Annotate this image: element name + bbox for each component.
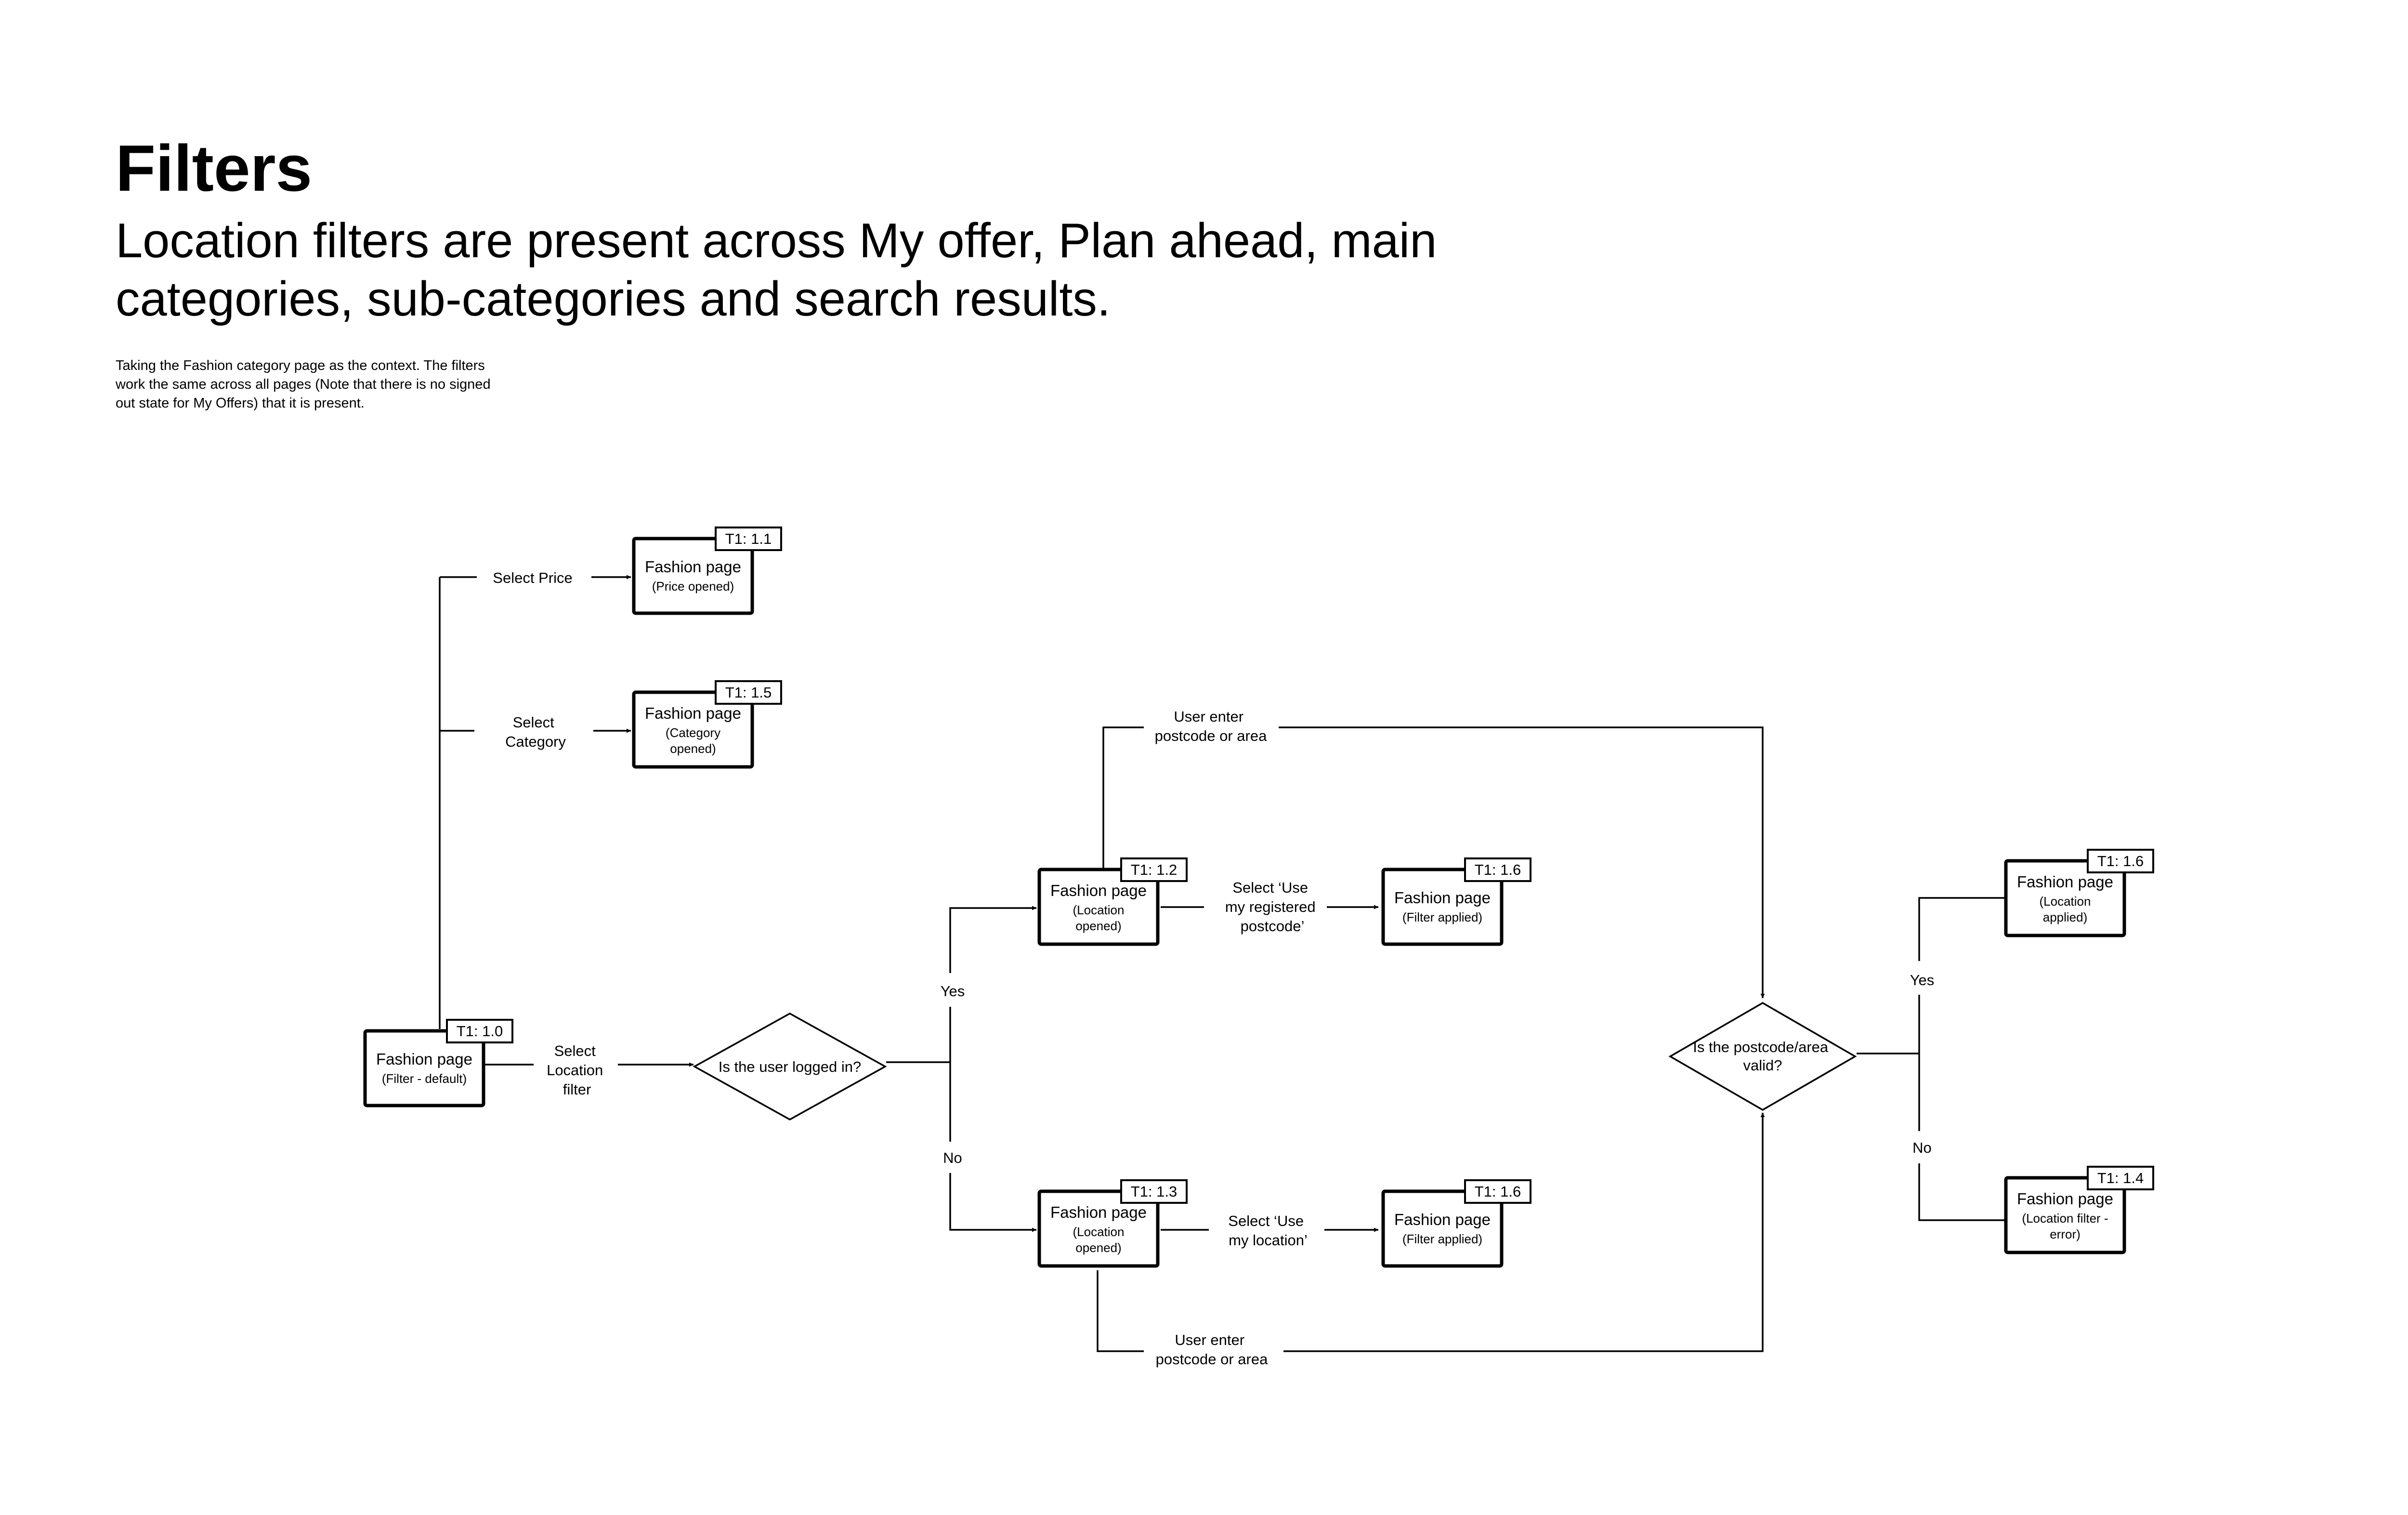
screen-id-label: T1: 1.1 [725,530,772,547]
edge-label-use-my-location: Select ‘Use my location’ [1228,1212,1308,1249]
page-node-title: Fashion page [2017,873,2113,891]
screen-id-label: T1: 1.6 [2097,853,2144,869]
screen-id-label: T1: 1.2 [1131,861,1178,878]
page-node-state: error) [2050,1227,2081,1241]
connector-line [1097,1270,1144,1352]
page-subtitle: Location filters are present across My o… [116,212,1560,329]
connector-arrow [949,906,1036,973]
screen-id-label: T1: 1.6 [1475,1183,1521,1200]
page-node-state: (Location [1073,1225,1125,1239]
edge-label-select-price: Select Price [493,569,572,586]
page-node-state: (Location [2040,894,2091,909]
connector-line [1102,726,1144,868]
page-node-box [1381,868,1504,946]
page-node-state: (Price opened) [652,579,734,593]
page-title: Filters [116,132,313,205]
screen-id-tag [1464,1179,1531,1204]
page-node-box [1037,868,1160,946]
subtitle-line: Location filters are present across My o… [116,214,1437,268]
page-node-state: (Location filter - [2022,1211,2108,1225]
screen-id-tag [2087,849,2154,873]
page-node-box [363,1029,485,1107]
page-node-title: Fashion page [1050,1203,1147,1221]
screen-id-tag [1120,1179,1188,1204]
connector-arrow [1918,896,2009,961]
page-node-title: Fashion page [645,558,741,576]
note-line: Taking the Fashion category page as the … [116,358,485,373]
page-node-box [1037,1189,1160,1268]
note-line: work the same across all pages (Note tha… [116,377,491,393]
context-note: Taking the Fashion category page as the … [116,356,597,413]
edge-label-yes: Yes [941,983,965,1000]
page-node-state: (Filter - default) [382,1071,467,1086]
page-node-state: opened) [670,741,716,756]
edge-label-user-enter-postcode: User enter postcode or area [1156,1331,1268,1368]
edge-labels: Select Price Select Category Select Loca… [493,569,1934,1368]
edge-label-no: No [943,1149,962,1166]
screen-id-tag [715,527,782,551]
decision-diamond [1668,1001,1857,1111]
decision-logged-in: Is the user logged in? [693,1012,887,1121]
page-node-state: opened) [1075,1240,1121,1255]
page-node-state: applied) [2043,910,2088,924]
page-node-state: (Filter applied) [1402,910,1482,924]
edge-label-select-location: Select Location filter [547,1042,607,1098]
page-node-state: (Filter applied) [1402,1232,1482,1246]
screen-id-tag [1464,857,1531,882]
page-node-box [632,537,754,615]
screen-id-label: T1: 1.5 [725,684,772,701]
connector-arrow [949,1173,1036,1232]
connectors [439,575,2009,1352]
page-node-state: (Category [666,725,720,740]
page-node-box [2004,1176,2126,1254]
screen-id-label: T1: 1.6 [1475,861,1521,878]
page-node-title: Fashion page [376,1050,472,1068]
edge-label-select-category: Select Category [505,714,566,750]
page-node-state: opened) [1075,919,1121,933]
screen-id-label: T1: 1.4 [2097,1170,2144,1186]
connector-arrow [1283,1113,1765,1352]
connector-arrow [1918,1163,2009,1223]
decision-postcode-valid: Is the postcode/area valid? [1668,1001,1857,1111]
screen-id-tag [446,1019,513,1043]
decision-label: Is the postcode/area valid? [1693,1039,1832,1074]
screen-id-tag [715,680,782,705]
page-node-title: Fashion page [1394,1211,1491,1228]
decision-diamond [693,1012,887,1121]
note-line: out state for My Offers) that it is pres… [116,395,365,411]
edge-label-user-enter-postcode: User enter postcode or area [1155,708,1267,744]
edge-label-use-registered-postcode: Select ‘Use my registered postcode’ [1225,879,1320,935]
page-node-box [2004,859,2126,937]
page-node-title: Fashion page [1394,889,1491,907]
edge-label-no: No [1912,1139,1932,1156]
page-node-title: Fashion page [2017,1190,2113,1208]
edge-label-yes: Yes [1910,972,1935,988]
subtitle-line: categories, sub-categories and search re… [116,272,1111,327]
page-node-box [1381,1189,1504,1268]
page-node-state: (Location [1073,903,1125,917]
screen-id-tag [2087,1166,2154,1190]
connector-arrow [1279,726,1765,998]
screen-id-label: T1: 1.0 [457,1023,503,1040]
screen-id-label: T1: 1.3 [1131,1183,1178,1200]
page-node-title: Fashion page [645,704,741,722]
decision-label: Is the user logged in? [719,1058,861,1075]
screen-id-tag [1120,857,1188,882]
page-node-box [632,690,754,769]
page-node-title: Fashion page [1050,882,1147,899]
